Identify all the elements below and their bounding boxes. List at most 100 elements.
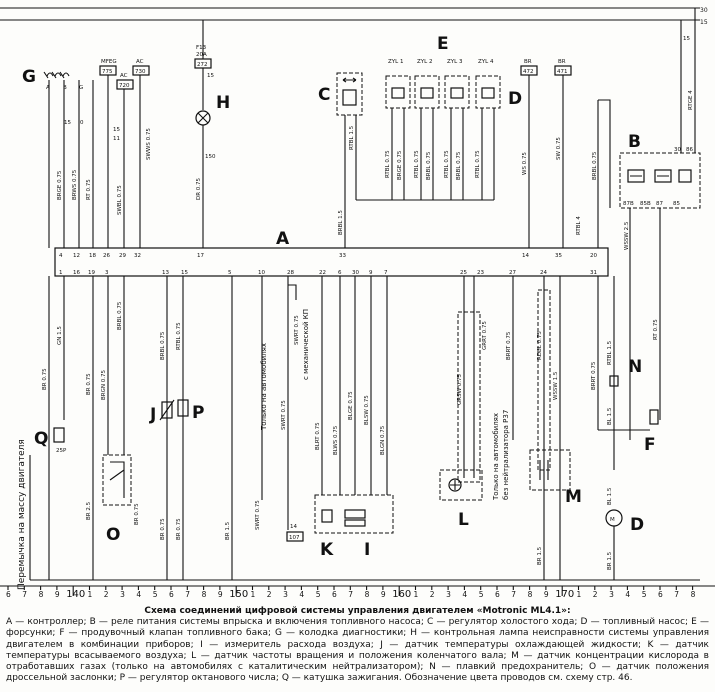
- label-i: I: [364, 540, 370, 560]
- wire-grrt: GRRT 0.75: [482, 321, 488, 350]
- note-mech-2: с механической КП: [302, 309, 310, 380]
- diag-pin-b: B: [63, 85, 67, 91]
- conn-br1-num: 472: [523, 69, 534, 75]
- wire-br-q: BR 0.75: [42, 368, 48, 390]
- label-a: A: [276, 229, 290, 249]
- wire-gn-q: GN 1.5: [57, 326, 63, 345]
- label-d-pump: D: [630, 515, 644, 535]
- wire-brgn-o: BRGN 0.75: [101, 370, 107, 400]
- pin-bot-31: 31: [590, 270, 597, 276]
- wire-swbl-a: SWBL 0.75: [117, 185, 123, 215]
- wire-brws: BRWS 0.75: [72, 169, 78, 200]
- relay-pin-85b: 85B: [640, 201, 651, 207]
- label-e: E: [437, 34, 449, 54]
- wire-br-d: BR 1.5: [607, 551, 613, 570]
- diagnostic-connector-g: G A B G 15 0: [22, 67, 84, 126]
- air-sensors-k-i: K I BLRT 0.75 BLWS 0.75 BLGE 0.75 BLSW 0…: [314, 276, 394, 560]
- wire-rtbl-c: RTBL 1.5: [349, 125, 355, 150]
- wire-ws-br: WS 0.75: [522, 152, 528, 175]
- controller-a: A 4 12 18 26 29 32 17 33 14 35 20 1 16 1…: [54, 229, 609, 277]
- pin-bot-19: 19: [88, 270, 95, 276]
- conn-br1: BR: [524, 59, 532, 65]
- wire-swrt1: SWRT 0.75: [255, 500, 261, 530]
- ruler-label: 9: [55, 590, 60, 599]
- wire-rtbl-e2: RTBL 0.75: [414, 150, 420, 178]
- ruler-label: 7: [185, 590, 190, 599]
- wire-number-11: 11: [113, 136, 120, 142]
- relay-pin-85: 85: [673, 201, 680, 207]
- ruler-label: 7: [674, 590, 679, 599]
- coolant-sensor-j: J BR 0.75: [149, 276, 175, 580]
- ruler-label: 5: [153, 590, 158, 599]
- lambda-sensor-m: M RDBL 0.75 WSSW 1.5 BR 1.5: [529, 276, 582, 580]
- injector-2-label: ZYL 2: [417, 59, 432, 65]
- label-n: N: [628, 357, 642, 377]
- pin-bot-30: 30: [352, 270, 359, 276]
- pin-bot-13: 13: [162, 270, 169, 276]
- ruler-label: 150: [229, 589, 248, 600]
- ruler-label: 160: [392, 589, 411, 600]
- label-l: L: [458, 510, 469, 530]
- conn-mfeg-num: 775: [102, 69, 113, 75]
- pin-top-33: 33: [339, 253, 346, 259]
- wire-swws: SWWS 0.75: [146, 128, 152, 160]
- ruler-label: 8: [691, 590, 696, 599]
- label-d-injectors: D: [508, 89, 522, 109]
- conn-ac2-num: 720: [119, 83, 130, 89]
- wiring-diagram: 30 15 A 4 12 18 26 29 32 17 33 14 35 20 …: [0, 7, 715, 600]
- wire-sw-br: SW 0.75: [556, 137, 562, 160]
- wire-rtbl-p: RTBL 0.75: [176, 322, 182, 350]
- wire-rtbl-n: RTBL 1.5: [607, 340, 613, 365]
- ruler-label: 3: [283, 590, 288, 599]
- conn-br2-num: 471: [557, 69, 568, 75]
- connector-mfeg: MFEG 775 15 11: [99, 59, 120, 248]
- wire-brbl-e: BRBL 0.75: [426, 151, 432, 180]
- ruler-label: 2: [593, 590, 598, 599]
- conn-ac2: AC: [120, 73, 128, 79]
- wire-number-15a: 15: [64, 120, 71, 126]
- octane-regulator-p: P BRBL 0.75 RTBL 0.75 BR 0.75: [160, 276, 204, 580]
- injectors-e: E D ZYL 1 ZYL 2 ZYL 3 ZYL 4: [356, 34, 522, 201]
- pin-bot-9: 9: [369, 270, 373, 276]
- label-j: J: [149, 405, 156, 425]
- pin-bot-10: 10: [258, 270, 265, 276]
- injector-1-label: ZYL 1: [388, 59, 403, 65]
- ruler-label: 1: [414, 590, 419, 599]
- injector-4-label: ZYL 4: [478, 59, 494, 65]
- label-b: B: [628, 132, 641, 152]
- pin-bot-25: 25: [460, 270, 467, 276]
- wire-br-o2: BR 2.5: [86, 501, 92, 520]
- diag-pin-a: A: [46, 85, 50, 91]
- conn-br2: BR: [558, 59, 566, 65]
- wire-wssw-m: WSSW 1.5: [553, 371, 559, 400]
- wire-number-0: 0: [80, 120, 84, 126]
- ruler-label: 4: [462, 590, 467, 599]
- wire-grsw: GRSW 0.75: [457, 373, 463, 405]
- label-c: C: [318, 85, 330, 105]
- wire-br-5: BR 1.5: [225, 521, 231, 540]
- wire-rt1: RT 0.75: [86, 179, 92, 200]
- label-q: Q: [34, 429, 48, 449]
- ruler-label: 4: [625, 590, 630, 599]
- pin-top-18: 18: [89, 253, 96, 259]
- ruler-label: 2: [267, 590, 272, 599]
- ruler-label: 8: [365, 590, 370, 599]
- wire-blrt: BLRT 0.75: [315, 422, 321, 450]
- ruler-label: 7: [348, 590, 353, 599]
- pin-bot-7: 7: [384, 270, 388, 276]
- ground-jumper-label: Перемычка на массу двигателя: [17, 439, 27, 590]
- wire-br-l: BR 1.5: [537, 546, 543, 565]
- wire-brge-g: BRGE 0.75: [57, 170, 63, 200]
- pump-motor-symbol: M: [610, 517, 615, 523]
- pin-bot-5: 5: [228, 270, 232, 276]
- wire-blsw: BLSW 0.75: [364, 395, 370, 425]
- wire-number-150: 150: [205, 154, 216, 160]
- ruler-label: 5: [479, 590, 484, 599]
- relay-b: B 30 86 87B 85B 87 85 15 RTGE 4 BRBL 0.7…: [576, 8, 701, 440]
- label-m: M: [565, 487, 582, 507]
- wire-rtbl-e3: RTBL 0.75: [444, 150, 450, 178]
- ruler-label: 6: [169, 590, 174, 599]
- wire-br-j: BR 0.75: [160, 518, 166, 540]
- connector-br-472: BR 472 WS 0.75: [520, 59, 538, 248]
